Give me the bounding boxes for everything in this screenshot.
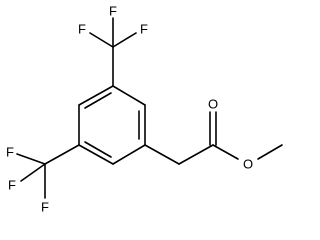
c-f-bond	[89, 32, 114, 48]
ester-oxygen-to-methyl-bond	[257, 144, 283, 160]
carbonyl-oxygen-label: O	[208, 97, 218, 112]
fluorine-atom-label: F	[41, 200, 49, 215]
fluorine-atom-label: F	[8, 178, 16, 193]
ester-oxygen-label: O	[243, 157, 253, 172]
c-f-bond	[16, 153, 46, 165]
carbonyl-to-ester-oxygen-bond	[212, 144, 239, 160]
fluorine-atom-label: F	[78, 22, 86, 37]
c-f-bond	[20, 163, 46, 182]
ch2-to-carbonyl-bond	[178, 144, 214, 165]
ring-inner-double-bond	[84, 141, 112, 158]
ring-to-ch2-bond	[144, 144, 180, 165]
fluorine-atom-label: F	[140, 22, 148, 37]
fluorine-atom-label: F	[109, 4, 117, 19]
molecule-structure: F F F F F F O O	[6, 4, 283, 215]
c-f-bond	[112, 32, 137, 48]
ring-to-cf3-bond	[44, 144, 80, 165]
ring-inner-double-bond	[84, 92, 112, 109]
ring-bond	[78, 85, 114, 106]
ring-bond	[112, 85, 146, 106]
ring-bond	[112, 144, 146, 165]
ring-bond	[78, 144, 114, 165]
fluorine-atom-label: F	[6, 145, 14, 160]
